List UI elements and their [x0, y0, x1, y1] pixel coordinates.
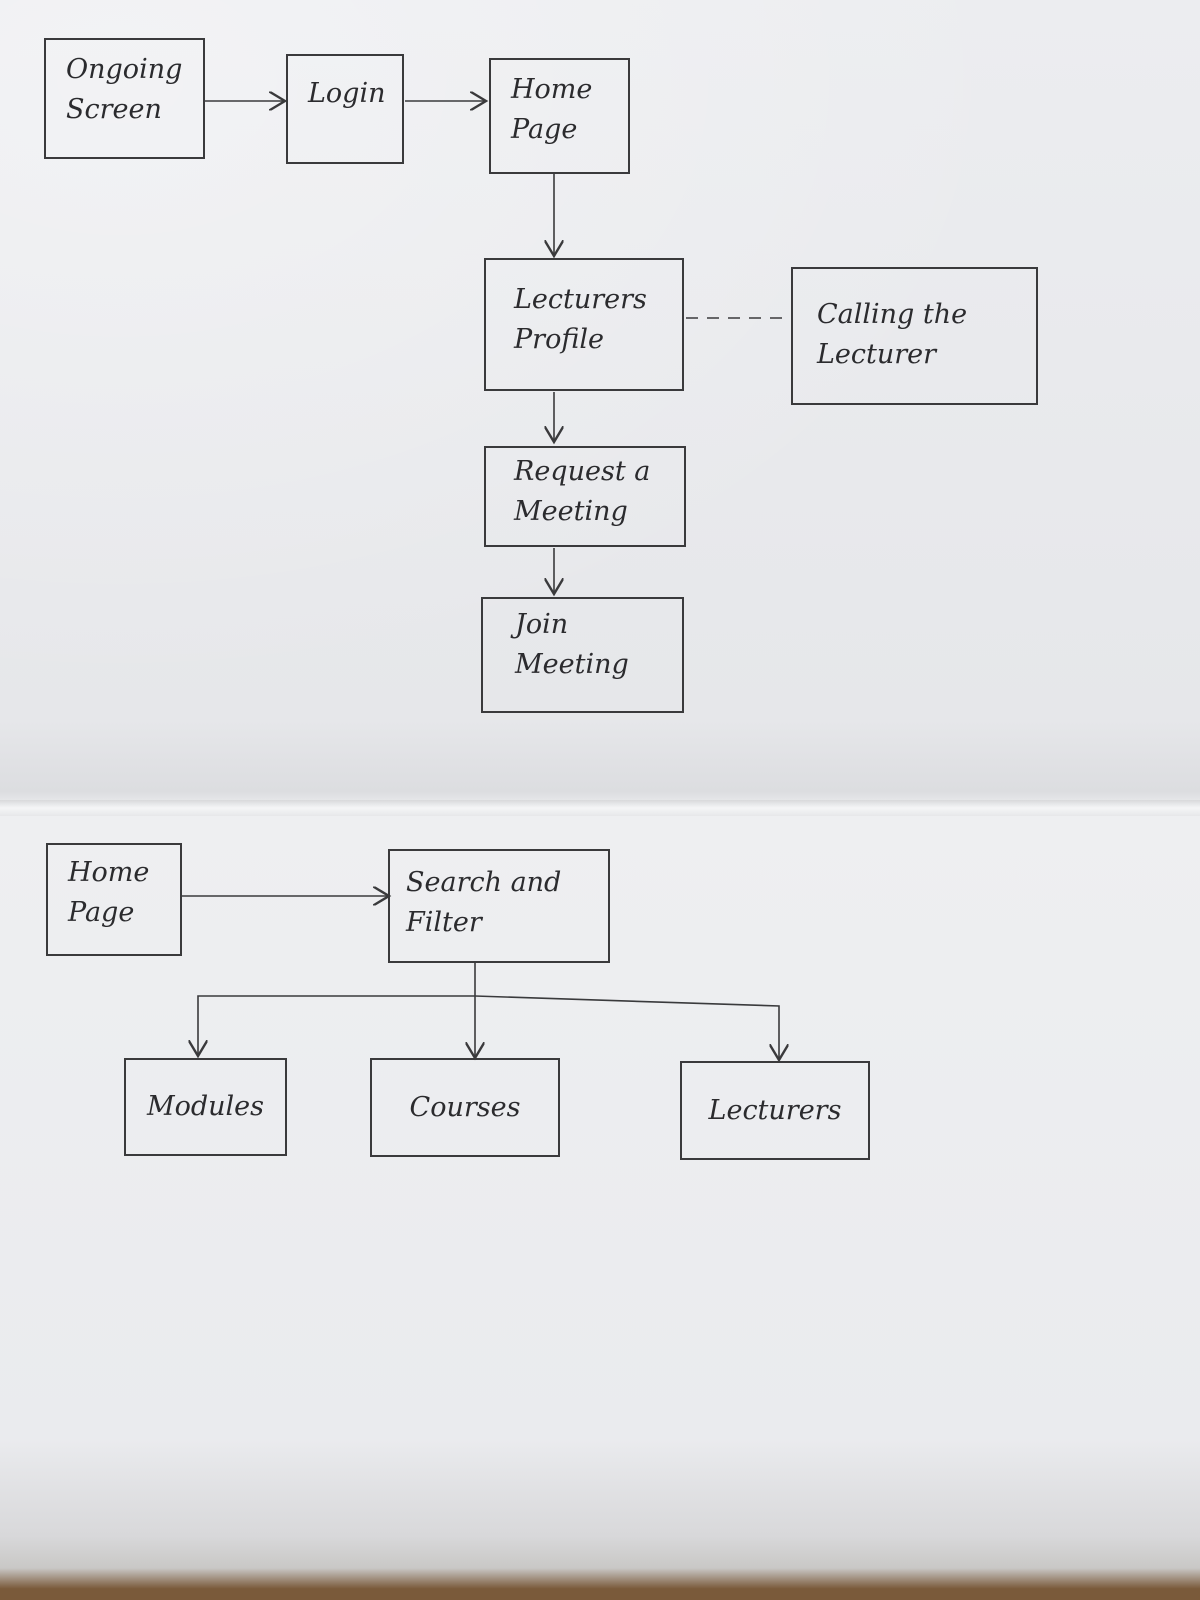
page-fold	[0, 800, 1200, 816]
node-label: Lecturers Profile	[514, 284, 647, 355]
node-label: Courses	[409, 1091, 521, 1123]
node-login: Login	[286, 54, 404, 164]
node-search-filter: Search and Filter	[388, 849, 610, 963]
arrow-search-lecturers	[474, 995, 779, 1060]
node-label: Ongoing Screen	[66, 54, 183, 125]
node-courses: Courses	[370, 1058, 560, 1157]
node-home-page: Home Page	[489, 58, 630, 174]
node-label: Join Meeting	[515, 609, 629, 680]
node-lecturers: Lecturers	[680, 1061, 870, 1160]
arrow-search-modules	[198, 995, 475, 1056]
node-home-page-2: Home Page	[46, 843, 182, 956]
node-label: Home Page	[511, 74, 593, 145]
node-label: Modules	[146, 1091, 265, 1122]
node-lecturers-profile: Lecturers Profile	[484, 258, 684, 391]
node-join-meeting: Join Meeting	[481, 597, 684, 713]
node-label: Lecturers	[708, 1094, 842, 1126]
node-ongoing-screen: Ongoing Screen	[44, 38, 205, 159]
paper-shading	[0, 0, 1200, 810]
node-label: Login	[308, 78, 386, 109]
node-label: Request a Meeting	[514, 456, 651, 527]
node-request-meeting: Request a Meeting	[484, 446, 686, 547]
node-modules: Modules	[124, 1058, 287, 1156]
node-label: Search and Filter	[406, 867, 562, 938]
node-label: Calling the Lecturer	[817, 299, 968, 370]
node-calling-lecturer: Calling the Lecturer	[791, 267, 1038, 405]
node-label: Home Page	[68, 857, 150, 928]
